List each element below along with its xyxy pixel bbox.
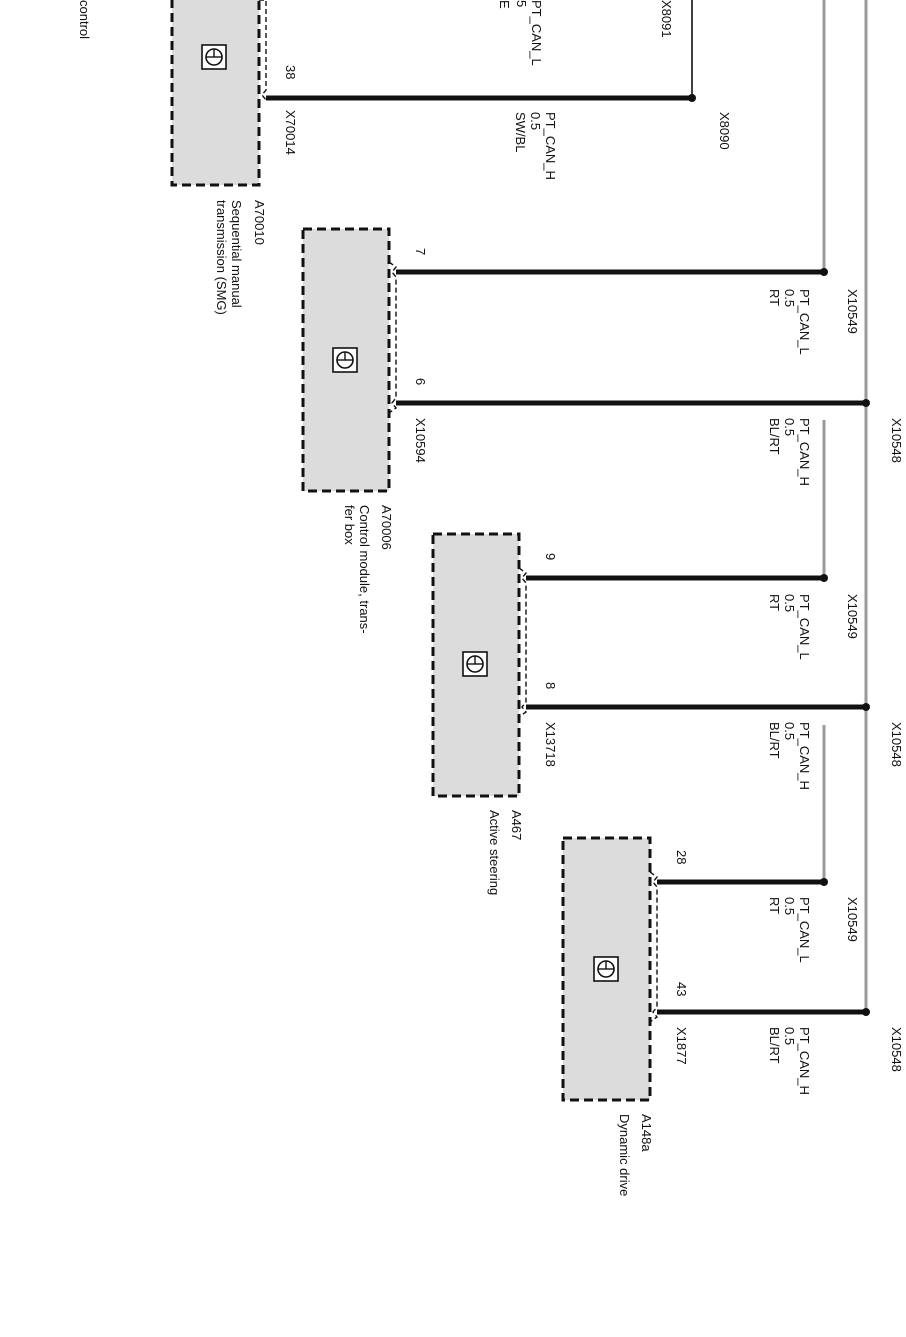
dynamic-drive-wire-l-color: RT — [767, 897, 782, 914]
smg-pin-h: 38 — [283, 65, 298, 79]
dynamic-drive-splice-h-label: X10548 — [889, 1027, 904, 1072]
dynamic-drive-module-id: A148a — [639, 1114, 654, 1152]
active-steering-wire-l-size: 0.5 — [782, 594, 797, 612]
transfer-box-splice-h-label: X10548 — [889, 418, 904, 463]
active-steering-connector-label: X13718 — [543, 722, 558, 767]
transfer-box-wire-l-signal: PT_CAN_L — [797, 289, 812, 355]
active-steering-wire-l-color: RT — [767, 594, 782, 611]
dynamic-drive-connector — [649, 871, 659, 1023]
transfer-box-wire-l-size: 0.5 — [782, 289, 797, 307]
dynamic-drive-wire-h-signal: PT_CAN_H — [797, 1027, 812, 1095]
dynamic-drive-wire-h-size: 0.5 — [782, 1027, 797, 1045]
module-symbol-icon — [201, 44, 227, 70]
dynamic-drive-splice-l-label: X10549 — [845, 897, 860, 942]
smg-wire-signal: PT_CAN_H — [543, 112, 558, 180]
top-wire-size: 5 — [514, 0, 529, 7]
active-steering-splice-h-dot — [862, 703, 870, 711]
smg-module — [170, 0, 261, 187]
transfer-box-splice-l-dot — [820, 268, 828, 276]
top-junction-x8091: X8091 — [659, 0, 674, 38]
dynamic-drive-pin-h: 43 — [674, 982, 689, 996]
active-steering-pin-h: 8 — [543, 682, 558, 689]
active-steering-module-id: A467 — [509, 810, 524, 840]
transfer-box-connector — [388, 261, 398, 414]
active-steering-connector — [518, 567, 528, 718]
module-symbol-icon — [332, 347, 358, 373]
active-steering-module-name: Active steering — [487, 810, 502, 895]
module-symbol-icon — [462, 651, 488, 677]
active-steering-splice-h-label: X10548 — [889, 722, 904, 767]
top-label-control: control — [77, 0, 92, 39]
active-steering-wire-h-signal: PT_CAN_H — [797, 722, 812, 790]
dynamic-drive-splice-h-dot — [862, 1008, 870, 1016]
smg-connector-label: X70014 — [283, 110, 298, 155]
active-steering-wire-l-signal: PT_CAN_L — [797, 594, 812, 660]
active-steering-pin-l: 9 — [543, 553, 558, 560]
smg-connector — [259, 0, 267, 101]
smg-wire-color: SW/BL — [513, 112, 528, 152]
active-steering-wire-h-size: 0.5 — [782, 722, 797, 740]
transfer-box-pin-h: 6 — [413, 378, 428, 385]
smg-junction-dot — [688, 94, 696, 102]
transfer-box-module-name-1: Control module, trans- — [357, 505, 372, 634]
transfer-box-wire-h-color: BL/RT — [767, 418, 782, 455]
smg-junction-label: X8090 — [717, 112, 732, 150]
transfer-box-wire-h-signal: PT_CAN_H — [797, 418, 812, 486]
smg-wire-size: 0.5 — [528, 112, 543, 130]
top-wire-signal: PT_CAN_L — [529, 0, 544, 66]
dynamic-drive-pin-l: 28 — [674, 850, 689, 864]
module-symbol-icon — [593, 956, 619, 982]
dynamic-drive-wire-l-signal: PT_CAN_L — [797, 897, 812, 963]
smg-module-name-1: Sequential manual — [229, 200, 244, 308]
smg-module-id: A70010 — [252, 200, 267, 245]
transfer-box-splice-h-dot — [862, 399, 870, 407]
transfer-box-wire-h-size: 0.5 — [782, 418, 797, 436]
active-steering-wire-h-color: BL/RT — [767, 722, 782, 759]
transfer-box-connector-label: X10594 — [413, 418, 428, 463]
transfer-box-module-name-2: fer box — [342, 505, 357, 545]
transfer-box-pin-l: 7 — [413, 248, 428, 255]
top-wire-color: E — [497, 0, 512, 9]
active-steering-splice-l-label: X10549 — [845, 594, 860, 639]
dynamic-drive-wire-h-color: BL/RT — [767, 1027, 782, 1064]
transfer-box-wire-l-color: RT — [767, 289, 782, 306]
dynamic-drive-connector-label: X1877 — [674, 1027, 689, 1065]
active-steering-splice-l-dot — [820, 574, 828, 582]
dynamic-drive-module-name: Dynamic drive — [617, 1114, 632, 1196]
dynamic-drive-splice-l-dot — [820, 878, 828, 886]
dynamic-drive-wire-l-size: 0.5 — [782, 897, 797, 915]
transfer-box-splice-l-label: X10549 — [845, 289, 860, 334]
transfer-box-module-id: A70006 — [379, 505, 394, 550]
smg-module-name-2: transmission (SMG) — [214, 200, 229, 315]
